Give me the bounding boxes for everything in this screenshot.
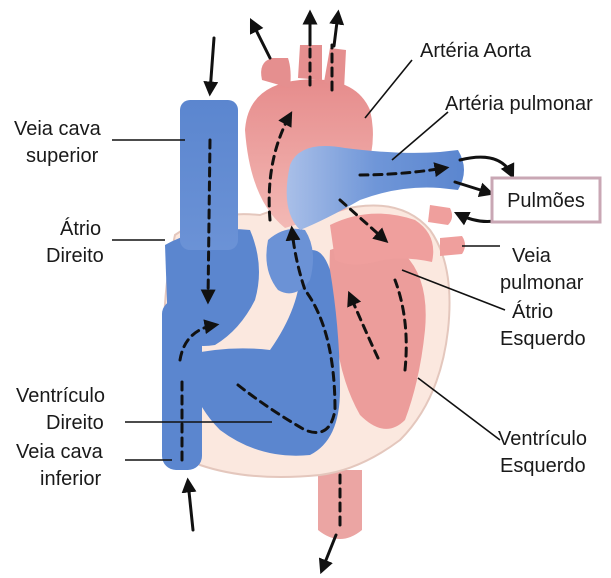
arrow-svc-in — [210, 38, 214, 92]
label-atrio-direito-2: Direito — [46, 245, 104, 267]
label-atrio-direito-1: Átrio — [60, 217, 101, 240]
arrow-aorta-out-3 — [334, 14, 338, 46]
label-veia-pulmonar-1: Veia — [512, 245, 552, 267]
label-atrio-esquerdo-1: Átrio — [512, 300, 553, 323]
label-ventriculo-direito-1: Ventrículo — [16, 385, 105, 407]
arrow-to-lungs-2 — [455, 182, 490, 193]
arrow-aorta-out-1 — [252, 22, 270, 58]
leader-lv — [418, 378, 500, 440]
arrow-aorta-down-out — [322, 535, 336, 570]
lungs-label: Pulmões — [507, 190, 585, 212]
label-ventriculo-direito-2: Direito — [46, 412, 104, 434]
label-veia-pulmonar-2: pulmonar — [500, 272, 584, 294]
label-arteria-aorta: Artéria Aorta — [420, 40, 532, 62]
leader-aorta — [365, 60, 412, 118]
label-veia-cava-inferior-1: Veia cava — [16, 441, 104, 463]
label-ventriculo-esquerdo-1: Ventrículo — [498, 428, 587, 450]
label-arteria-pulmonar: Artéria pulmonar — [445, 93, 593, 115]
pulmonary-vein — [440, 236, 465, 256]
arrow-to-lungs — [460, 157, 512, 175]
label-veia-cava-inferior-2: inferior — [40, 468, 101, 490]
label-ventriculo-esquerdo-2: Esquerdo — [500, 455, 586, 477]
label-veia-cava-superior-2: superior — [26, 145, 99, 167]
label-veia-cava-superior-1: Veia cava — [14, 118, 102, 140]
label-atrio-esquerdo-2: Esquerdo — [500, 328, 586, 350]
arrow-ivc-in — [188, 482, 193, 530]
pulmonary-vein-top — [428, 205, 452, 225]
